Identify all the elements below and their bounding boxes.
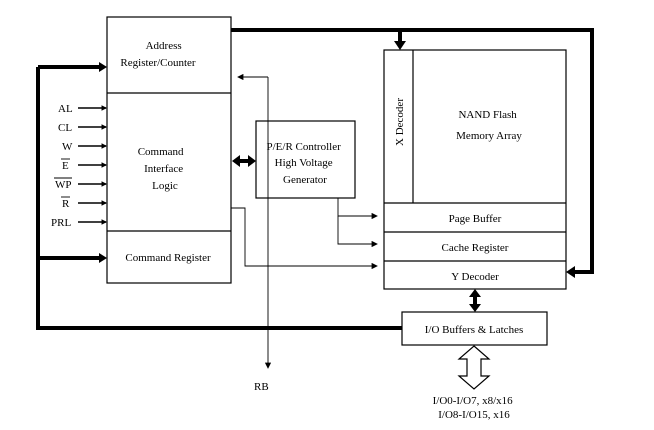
signal-wp: WP xyxy=(55,179,72,191)
rb-pin-label: RB xyxy=(254,381,269,393)
address-bus xyxy=(231,28,594,274)
y-decoder-io-link xyxy=(469,289,481,312)
control-to-per-link xyxy=(232,155,256,167)
arrowhead-x-decoder xyxy=(394,41,406,50)
signal-al: AL xyxy=(58,103,73,115)
io-buffers-label: I/O Buffers & Latches xyxy=(425,324,523,336)
per-controller-block xyxy=(255,120,356,199)
io-pins-bidirectional-arrow xyxy=(457,345,491,390)
active-low-overbars xyxy=(54,158,72,198)
arrowhead-address xyxy=(99,62,107,72)
io-buffers-block xyxy=(401,311,548,346)
signal-e: E xyxy=(62,160,69,172)
signal-w: W xyxy=(62,141,73,153)
x-decoder-label: X Decoder xyxy=(394,98,406,146)
signal-prl: PRL xyxy=(51,217,71,229)
per-controller-label: P/E/R Controller High Voltage Generator xyxy=(267,141,344,186)
signal-r: R xyxy=(62,198,70,210)
command-interface-logic-label: Command Interface Logic xyxy=(138,146,187,192)
command-register-label: Command Register xyxy=(125,252,211,264)
y-decoder-label: Y Decoder xyxy=(451,271,499,283)
thin-connectors xyxy=(231,73,378,369)
io-feedback-bus xyxy=(36,65,402,330)
input-signal-arrows xyxy=(78,105,108,225)
memory-array-label: NAND Flash Memory Array xyxy=(456,109,522,142)
page-buffer-label: Page Buffer xyxy=(449,213,502,225)
control-logic-block xyxy=(106,16,232,284)
cache-register-label: Cache Register xyxy=(442,242,509,254)
arrowhead-y-decoder xyxy=(566,266,575,278)
arrowhead-command-register xyxy=(99,253,107,263)
io-pins-label: I/O0-I/O7, x8/x16 I/O8-I/O15, x16 xyxy=(433,395,516,421)
signal-cl: CL xyxy=(58,122,72,134)
address-register-label: Address Register/Counter xyxy=(120,40,195,69)
memory-block xyxy=(383,49,567,290)
